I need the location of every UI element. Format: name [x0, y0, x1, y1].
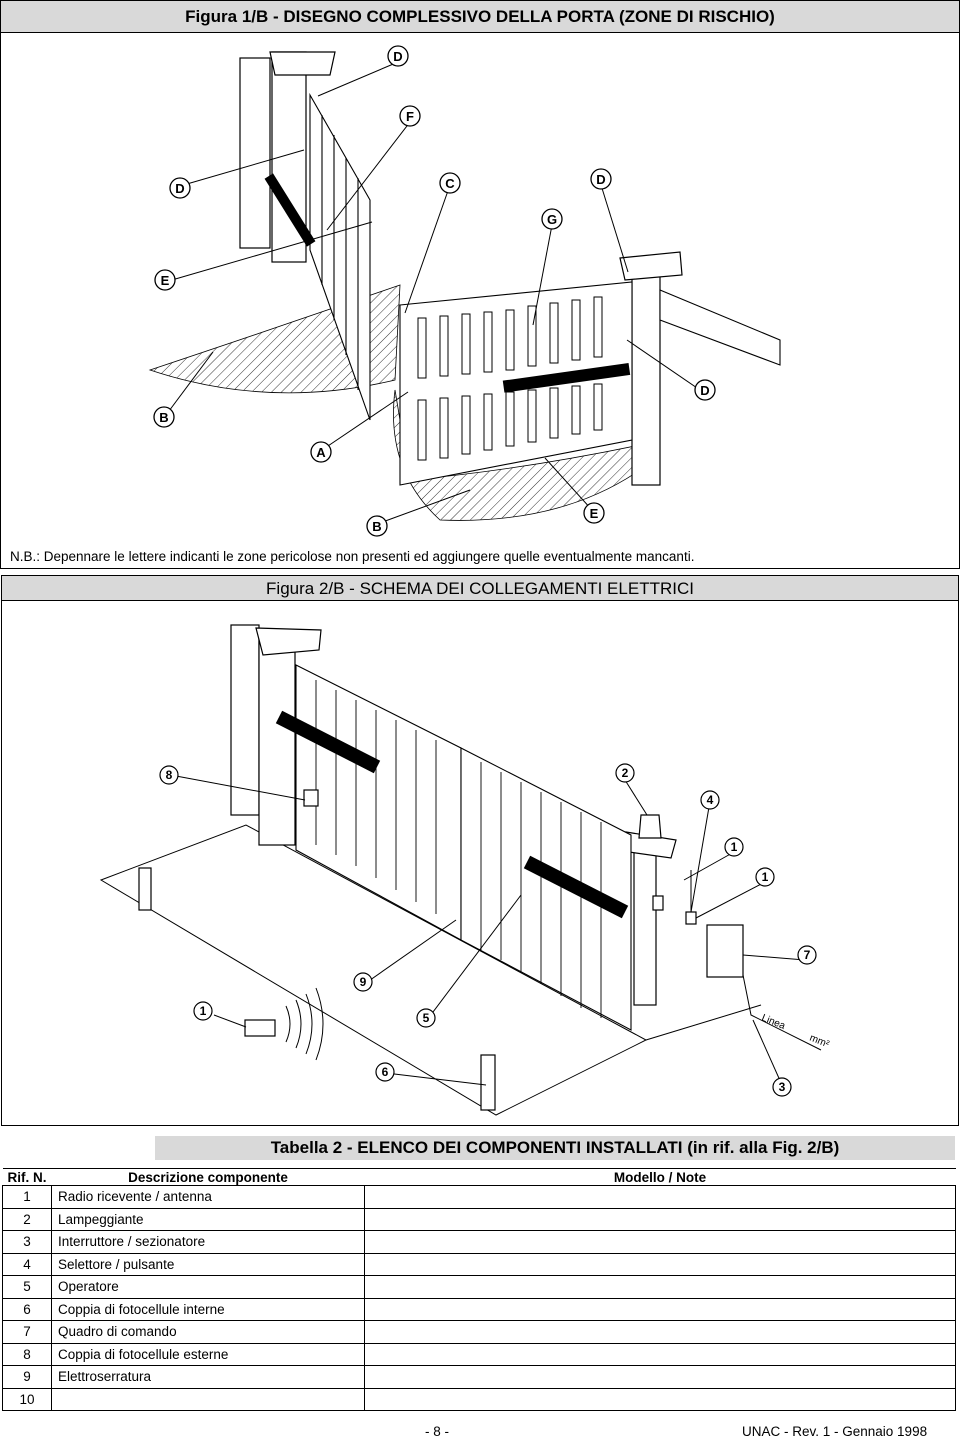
cable-label: mm² — [808, 1033, 831, 1051]
zone-label: D — [393, 49, 402, 64]
row-num: 7 — [2, 1320, 52, 1344]
component-label: 6 — [382, 1065, 389, 1079]
row-num: 8 — [2, 1342, 52, 1366]
row-desc: Radio ricevente / antenna — [51, 1185, 365, 1209]
component-label: 3 — [779, 1080, 786, 1094]
row-note — [364, 1252, 956, 1276]
component-label: 1 — [731, 840, 738, 854]
row-note — [364, 1297, 956, 1321]
page-number: - 8 - — [425, 1424, 450, 1439]
zone-label: A — [316, 445, 326, 460]
component-label: 7 — [804, 948, 811, 962]
zone-label: F — [406, 109, 414, 124]
figure-1-drawing: D F D C D G E D B A B E — [148, 45, 781, 537]
figure-2-title: Figura 2/B - SCHEMA DEI COLLEGAMENTI ELE… — [1, 575, 959, 601]
component-label: 1 — [200, 1004, 207, 1018]
row-desc: Interruttore / sezionatore — [51, 1230, 365, 1254]
row-num: 1 — [2, 1185, 52, 1209]
header-descrizione: Descrizione componente — [51, 1168, 365, 1186]
header-modello: Modello / Note — [364, 1168, 956, 1186]
row-num: 5 — [2, 1275, 52, 1299]
zone-label: D — [700, 383, 709, 398]
row-note — [364, 1342, 956, 1366]
zone-label: E — [590, 506, 599, 521]
component-label: 9 — [360, 975, 367, 989]
zone-label: E — [161, 273, 170, 288]
row-note — [364, 1185, 956, 1209]
zone-label: C — [445, 176, 455, 191]
component-label: 5 — [423, 1011, 430, 1025]
row-desc — [51, 1387, 365, 1411]
row-num: 2 — [2, 1207, 52, 1231]
row-desc: Coppia di fotocellule interne — [51, 1297, 365, 1321]
row-desc: Quadro di comando — [51, 1320, 365, 1344]
document-reference: UNAC - Rev. 1 - Gennaio 1998 — [742, 1424, 928, 1439]
zone-label: G — [547, 212, 557, 227]
figure-1-note: N.B.: Depennare le lettere indicanti le … — [10, 549, 695, 564]
zone-label: D — [596, 172, 605, 187]
zone-label: D — [175, 181, 184, 196]
table-header-row: Rif. N. Descrizione componente Modello /… — [2, 1168, 956, 1186]
row-desc: Operatore — [51, 1275, 365, 1299]
row-note — [364, 1275, 956, 1299]
figure-2-frame — [1, 600, 959, 1126]
row-note — [364, 1365, 956, 1389]
row-num: 9 — [2, 1365, 52, 1389]
row-num: 10 — [2, 1387, 52, 1411]
figure-2-drawing: 8 2 4 1 1 7 9 1 5 6 3 Linea mm² — [99, 624, 831, 1116]
row-note — [364, 1320, 956, 1344]
table-row: 10 — [2, 1387, 956, 1411]
row-note — [364, 1207, 956, 1231]
row-desc: Coppia di fotocellule esterne — [51, 1342, 365, 1366]
row-num: 4 — [2, 1252, 52, 1276]
row-num: 3 — [2, 1230, 52, 1254]
row-desc: Elettroserratura — [51, 1365, 365, 1389]
component-label: 4 — [707, 793, 714, 807]
row-note — [364, 1387, 956, 1411]
component-label: 2 — [622, 766, 629, 780]
figure-1-title: Figura 1/B - DISEGNO COMPLESSIVO DELLA P… — [1, 1, 959, 33]
zone-label: B — [372, 519, 381, 534]
row-num: 6 — [2, 1297, 52, 1321]
row-note — [364, 1230, 956, 1254]
components-table: Rif. N. Descrizione componente Modello /… — [2, 1168, 956, 1411]
header-rif: Rif. N. — [2, 1168, 52, 1186]
row-desc: Lampeggiante — [51, 1207, 365, 1231]
component-label: 8 — [166, 768, 173, 782]
zone-label: B — [159, 410, 168, 425]
table-title: Tabella 2 - ELENCO DEI COMPONENTI INSTAL… — [155, 1136, 955, 1160]
row-desc: Selettore / pulsante — [51, 1252, 365, 1276]
cable-label: Linea — [760, 1013, 787, 1033]
component-label: 1 — [762, 870, 769, 884]
